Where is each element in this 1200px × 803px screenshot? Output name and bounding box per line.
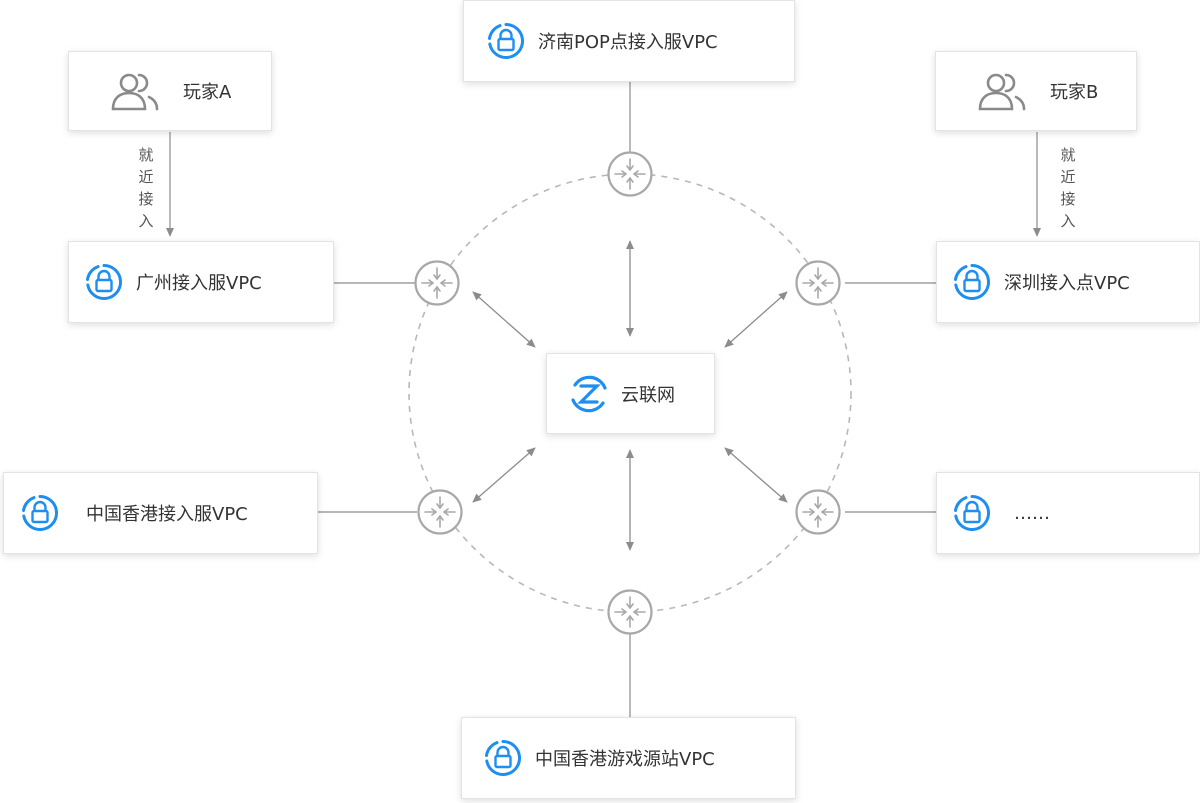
player-b-node[interactable]: 玩家B <box>935 51 1137 131</box>
vpc-shenzhen-node[interactable]: 深圳接入点VPC <box>936 241 1200 323</box>
ccn-node[interactable]: 云联网 <box>546 353 715 434</box>
ccn-icon <box>571 375 607 412</box>
player-b-label: 玩家B <box>1050 82 1099 103</box>
arrow-top-right <box>724 291 788 348</box>
ccn-label: 云联网 <box>621 384 675 406</box>
lock-icon <box>485 740 522 776</box>
vpc-hongkong-origin-label: 中国香港游戏源站VPC <box>535 749 715 770</box>
router-icon <box>795 260 841 306</box>
lock-icon <box>954 264 991 300</box>
vpc-more-node[interactable]: …… <box>936 472 1200 554</box>
router-icon <box>607 589 653 635</box>
router-icon <box>417 489 463 535</box>
vpc-jinan-label: 济南POP点接入服VPC <box>538 32 718 53</box>
lock-icon <box>86 264 123 300</box>
vpc-hongkong-origin-node[interactable]: 中国香港游戏源站VPC <box>461 717 796 799</box>
vpc-hongkong-access-node[interactable]: 中国香港接入服VPC <box>3 472 318 554</box>
users-icon <box>111 73 159 111</box>
router-icon <box>607 151 653 197</box>
vpc-guangzhou-label: 广州接入服VPC <box>136 273 262 294</box>
users-icon <box>978 73 1026 111</box>
arrow-top-left <box>472 291 536 348</box>
vpc-more-label: …… <box>1014 502 1050 524</box>
access-note-a: 就近接入 <box>138 146 154 230</box>
arrow-bottom-right <box>724 447 788 503</box>
lock-icon <box>22 495 59 531</box>
vpc-shenzhen-label: 深圳接入点VPC <box>1004 273 1130 294</box>
arrow-bottom-left <box>472 447 536 503</box>
player-a-label: 玩家A <box>183 82 232 103</box>
vpc-jinan-node[interactable]: 济南POP点接入服VPC <box>463 0 795 82</box>
lock-icon <box>488 23 525 59</box>
vpc-hongkong-access-label: 中国香港接入服VPC <box>86 504 248 525</box>
access-note-b: 就近接入 <box>1060 146 1076 230</box>
vpc-guangzhou-node[interactable]: 广州接入服VPC <box>68 241 334 323</box>
player-a-node[interactable]: 玩家A <box>68 51 272 131</box>
lock-icon <box>954 495 991 531</box>
router-icon <box>795 489 841 535</box>
router-icon <box>414 260 460 306</box>
